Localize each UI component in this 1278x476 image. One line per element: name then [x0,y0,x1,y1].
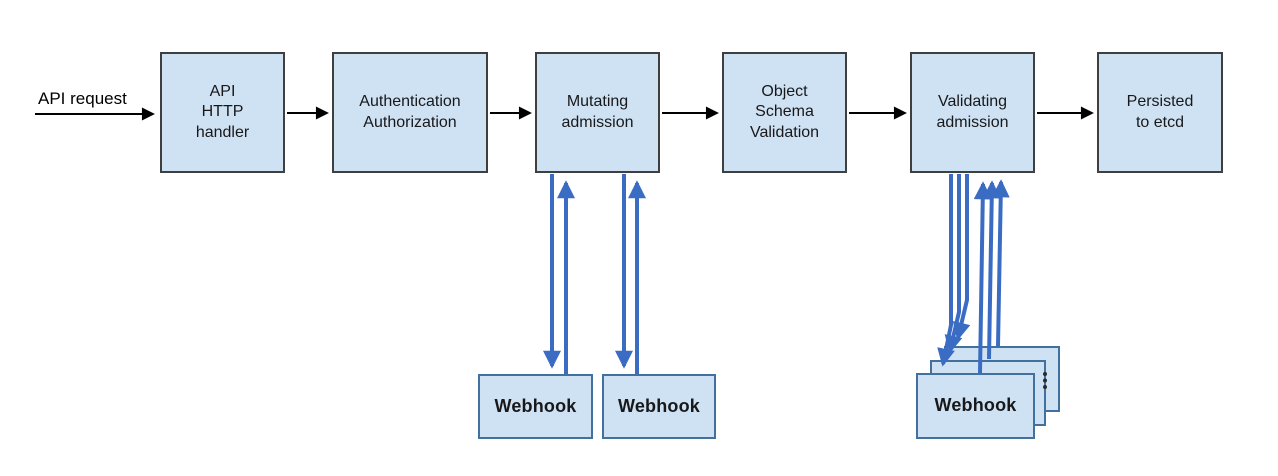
flow-box-label: Authentication Authorization [359,93,461,131]
mutating-webhook-arrows [543,174,646,374]
flow-box-validating-admission: Validating admission [910,52,1035,173]
validating-webhook-up-arrow-1 [973,181,992,374]
validating-webhook-down-arrow-3 [952,174,971,341]
flow-box-label: Persisted to etcd [1126,93,1194,131]
flow-box-label: Validating admission [936,93,1009,131]
webhook-label: Webhook [494,395,577,416]
api-request-label: API request [38,89,127,108]
flow-box-persisted-to-etcd: Persisted to etcd [1097,52,1223,173]
validating-webhook-up-arrow-2 [982,180,1001,360]
flow-box-authentication-authorization: Authentication Authorization [332,52,488,173]
validating-webhook-up-arrow-3 [991,179,1010,347]
flow-box-label: API HTTP handler [195,82,250,141]
flow-box-label: Mutating admission [561,93,634,131]
webhook-label: Webhook [617,395,701,416]
webhook-box-validating-front: Webhook [916,373,1035,439]
webhook-box-mutating-2: Webhook [602,374,716,439]
validating-webhook-down-arrow-1 [937,174,955,367]
webhook-box-mutating-1: Webhook [478,374,593,439]
flow-box-label: Object Schema Validation [749,82,820,141]
clipped-webhook-text-sliver [1043,372,1052,389]
flow-box-api-http-handler: API HTTP handler [160,52,285,173]
flow-box-mutating-admission: Mutating admission [535,52,660,173]
flow-box-object-schema-validation: Object Schema Validation [722,52,847,173]
validating-webhook-down-arrow-2 [944,174,963,354]
webhook-label: Webhook [934,395,1017,416]
validating-webhook-arrows [937,174,1010,374]
